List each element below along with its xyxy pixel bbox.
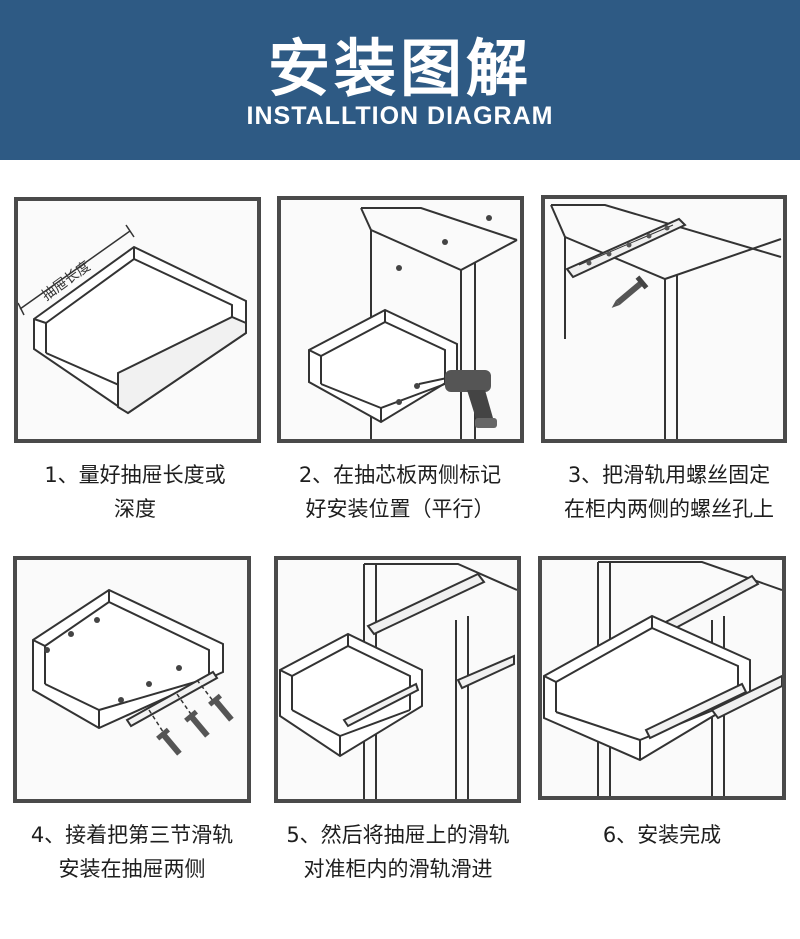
step-5-illustration [274,556,521,803]
step-3-line-1: 3、把滑轨用螺丝固定 [567,463,771,487]
step-6-line-1: 6、安装完成 [602,823,722,847]
drawer-installed-icon [543,561,782,796]
step-2-caption: 2、在抽芯板两侧标记 好安装位置（平行） [262,458,538,526]
step-5-line-1: 5、然后将抽屉上的滑轨 [286,823,510,847]
step-5-caption: 5、然后将抽屉上的滑轨 对准柜内的滑轨滑进 [262,818,534,886]
step-4-line-1: 4、接着把第三节滑轨 [30,823,234,847]
step-1-line-1: 1、量好抽屉长度或 [44,463,226,487]
drawer-mark-drill-icon [308,207,518,439]
step-3-caption: 3、把滑轨用螺丝固定 在柜内两侧的螺丝孔上 [538,458,800,526]
power-drill-icon [418,370,497,428]
rail-screw-cabinet-icon [550,204,782,439]
step-3-line-2: 在柜内两侧的螺丝孔上 [564,497,774,521]
step-2-illustration [277,196,524,443]
step-4-line-2: 安装在抽屉两侧 [58,857,206,881]
drawer-slide-in-icon [279,563,517,799]
step-1-illustration: 抽屉长度 [14,197,261,443]
screw-icon [611,275,649,308]
step-1-caption: 1、量好抽屉长度或 深度 [0,458,270,526]
step-4-illustration [13,556,251,803]
page-title: 安装图解 [267,32,532,105]
page-subtitle: INSTALLTION DIAGRAM [246,102,554,130]
step-2-line-1: 2、在抽芯板两侧标记 [298,463,502,487]
step-6-illustration [538,556,786,800]
header-banner: 安装图解 INSTALLTION DIAGRAM [0,0,800,160]
step-4-caption: 4、接着把第三节滑轨 安装在抽屉两侧 [0,818,264,886]
step-6-caption: 6、安装完成 [538,818,786,852]
step-2-line-2: 好安装位置（平行） [305,497,495,521]
screws-icon [156,693,234,756]
step-1-line-2: 深度 [114,497,156,521]
step-3-illustration [541,195,787,443]
step-5-line-2: 对准柜内的滑轨滑进 [303,857,493,881]
drawer-rail-screws-icon [32,588,234,756]
drawer-measure-icon: 抽屉长度 [18,224,247,415]
